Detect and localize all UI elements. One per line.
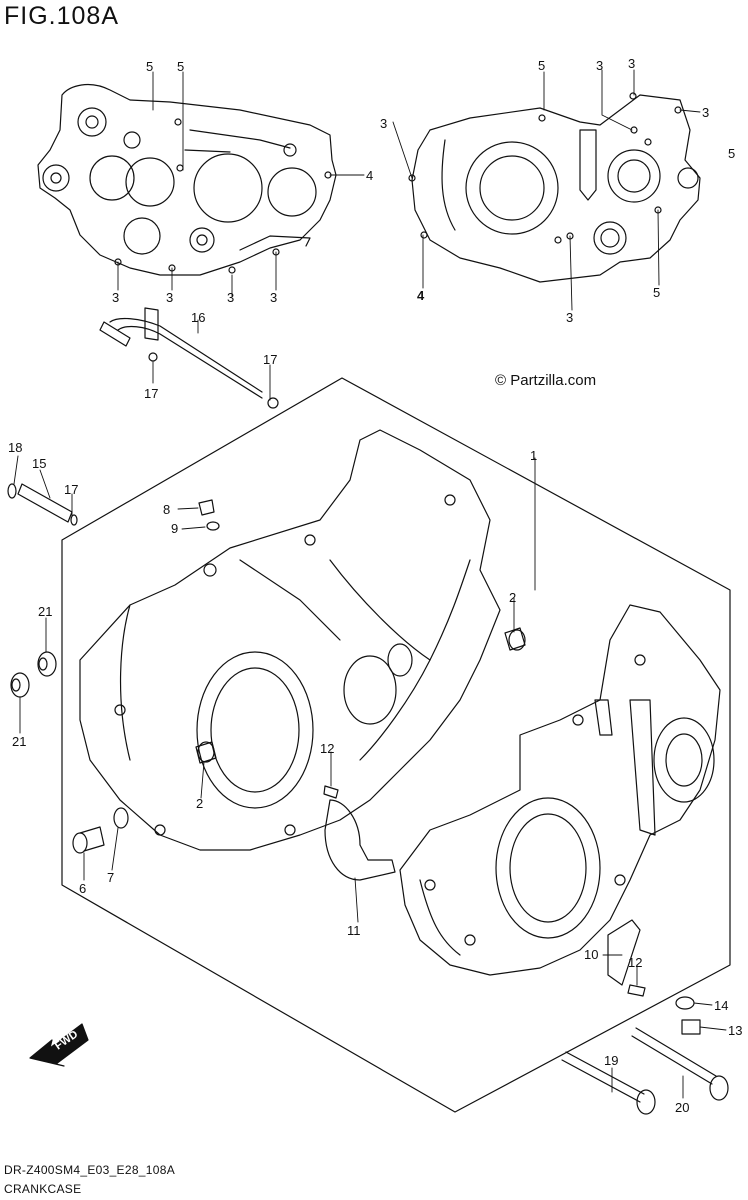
callout-12: 12 — [320, 741, 334, 756]
leader-lines — [13, 69, 727, 1099]
assembly-boundary — [61, 377, 731, 1113]
callout-3: 3 — [227, 290, 234, 305]
bolt-6 — [72, 807, 129, 854]
callout-17: 17 — [144, 386, 158, 401]
long-bolt-20 — [631, 1027, 729, 1101]
plug-8 — [198, 499, 220, 531]
callout-16: 16 — [191, 310, 205, 325]
callout-4: 4 — [417, 288, 425, 303]
long-bolt-19 — [561, 1051, 656, 1115]
callout-4: 4 — [366, 168, 373, 183]
callout-17: 17 — [263, 352, 277, 367]
figure-title: FIG.108A — [4, 2, 119, 30]
spacers-21 — [10, 651, 57, 698]
plate-11 — [324, 799, 396, 881]
callout-17: 17 — [64, 482, 78, 497]
screw-12b — [627, 984, 646, 997]
copyright-watermark: © Partzilla.com — [495, 372, 597, 389]
o-ring-17a — [148, 352, 158, 362]
drain-plug-13 — [675, 996, 701, 1035]
callout-5: 5 — [653, 285, 660, 300]
callout-13: 13 — [728, 1023, 742, 1038]
callout-3: 3 — [380, 116, 387, 131]
callout-8: 8 — [163, 502, 170, 517]
screw-12a — [323, 785, 339, 799]
callout-1: 1 — [530, 448, 537, 463]
callout-3: 3 — [628, 56, 635, 71]
callout-3: 3 — [566, 310, 573, 325]
o-ring-17b — [267, 397, 279, 409]
callout-5: 5 — [177, 59, 184, 74]
callout-14: 14 — [714, 998, 728, 1013]
callout-9: 9 — [171, 521, 178, 536]
left-case-bolt-view — [37, 83, 337, 276]
callout-12: 12 — [628, 955, 642, 970]
left-crankcase-half — [79, 429, 501, 851]
fwd-arrow-icon — [29, 1023, 89, 1067]
callout-5: 5 — [728, 146, 735, 161]
callout-21: 21 — [38, 604, 52, 619]
pin-15 — [7, 483, 78, 526]
callout-3: 3 — [596, 58, 603, 73]
callout-20: 20 — [675, 1100, 689, 1115]
callout-7: 7 — [107, 870, 114, 885]
callout-2: 2 — [196, 796, 203, 811]
callout-21: 21 — [12, 734, 26, 749]
plate-10 — [607, 919, 641, 986]
callout-5: 5 — [538, 58, 545, 73]
callout-3: 3 — [270, 290, 277, 305]
callout-15: 15 — [32, 456, 46, 471]
callout-6: 6 — [79, 881, 86, 896]
callout-3: 3 — [112, 290, 119, 305]
right-crankcase-half — [399, 604, 721, 976]
callout-10: 10 — [584, 947, 598, 962]
drawing-code: DR-Z400SM4_E03_E28_108A — [4, 1163, 176, 1177]
right-case-bolt-view — [408, 92, 701, 283]
callout-3: 3 — [702, 105, 709, 120]
callout-3: 3 — [166, 290, 173, 305]
callout-2: 2 — [509, 590, 516, 605]
section-name: CRANKCASE — [4, 1182, 82, 1196]
callout-11: 11 — [347, 923, 361, 938]
callout-19: 19 — [604, 1053, 618, 1068]
oil-pipe-16 — [99, 307, 263, 399]
dowel-pins — [195, 627, 526, 764]
callout-18: 18 — [8, 440, 22, 455]
callout-5: 5 — [146, 59, 153, 74]
callout-numbers: 5 5 5 3 3 3 5 3 4 3 3 3 3 4 3 5 16 17 17… — [8, 56, 742, 1115]
